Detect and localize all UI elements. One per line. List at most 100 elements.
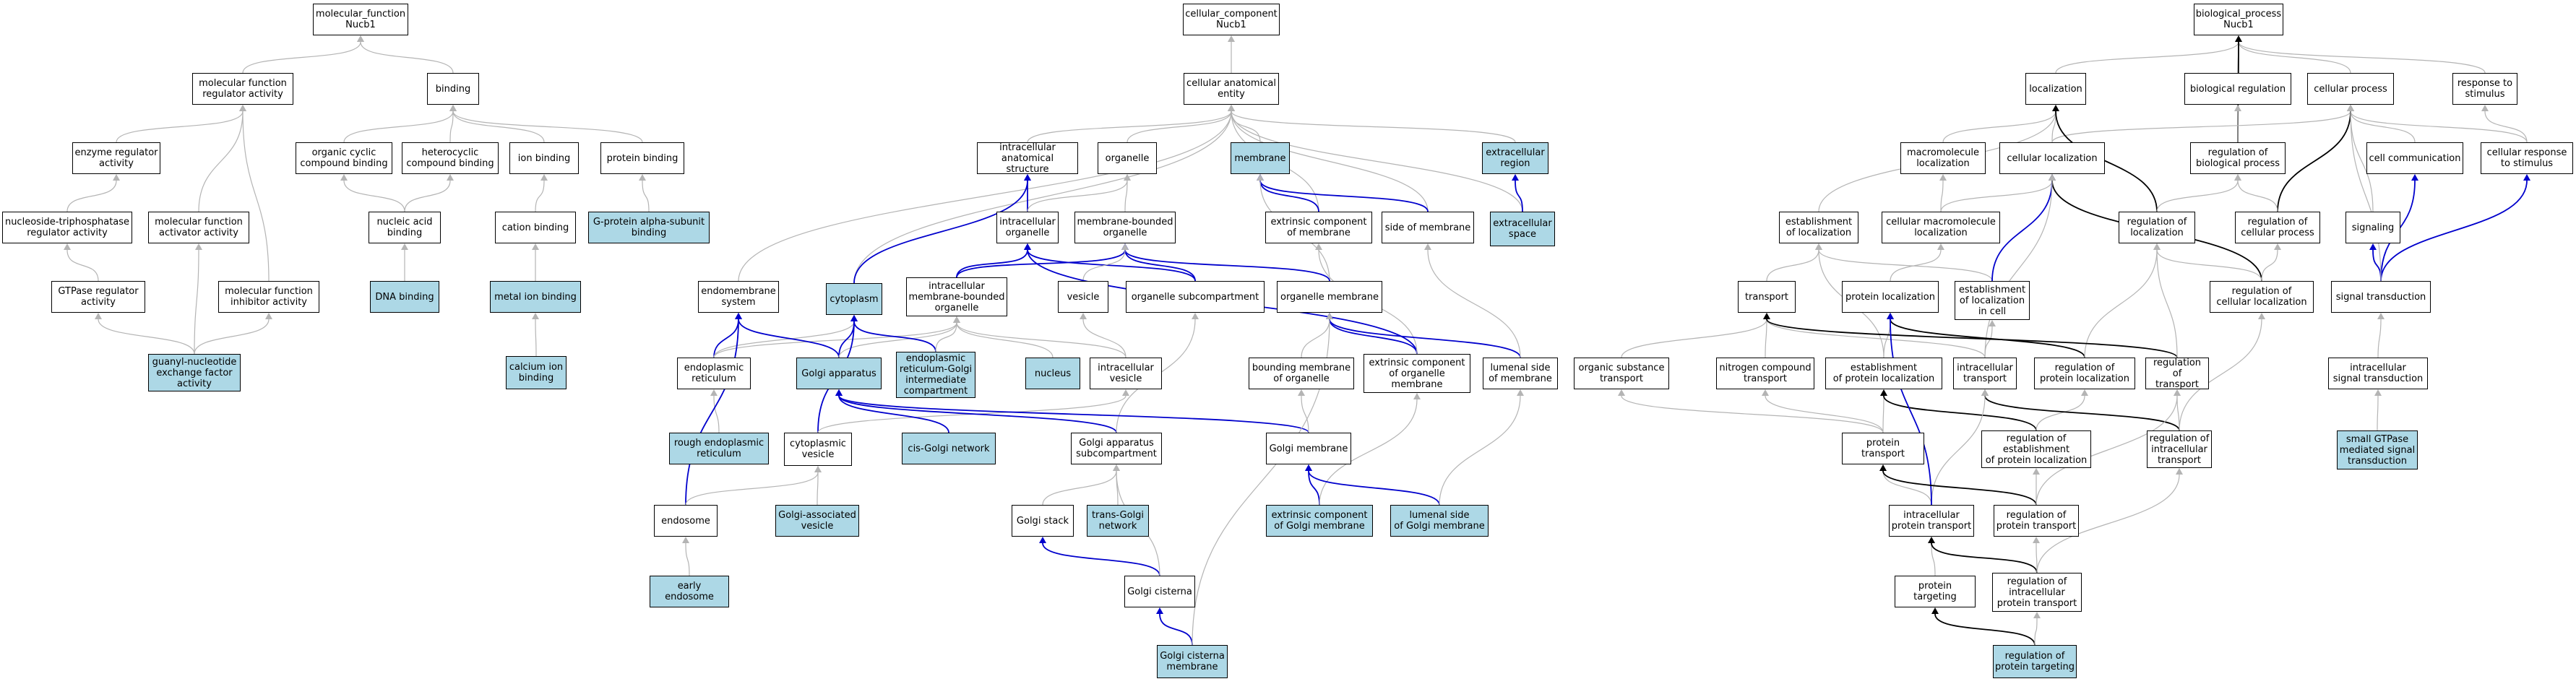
node-cis-golgi-network[interactable]: cis-Golgi network bbox=[902, 433, 996, 464]
node-endoplasmic-reticulum[interactable]: endoplasmic reticulum bbox=[677, 358, 751, 389]
node-protein-transport[interactable]: protein transport bbox=[1842, 433, 1924, 464]
edge-ion_bind-to-binding bbox=[452, 111, 545, 143]
node-vesicle[interactable]: vesicle bbox=[1058, 281, 1108, 313]
node-endoplasmic-reticulum-golgi-intermediate-compartment[interactable]: endoplasmic reticulum-Golgi intermediate… bbox=[896, 352, 975, 398]
node-organic-cyclic-compound-binding[interactable]: organic cyclic compound binding bbox=[296, 142, 392, 174]
edge-arrowhead bbox=[340, 174, 348, 181]
node-regulation-of-localization[interactable]: regulation of localization bbox=[2119, 212, 2195, 243]
node-regulation-of-protein-transport[interactable]: regulation of protein transport bbox=[1994, 505, 2079, 537]
node-establishment-of-localization-in-cell[interactable]: establishment of localization in cell bbox=[1955, 281, 2030, 320]
node-regulation-of-intracellular-protein-transport[interactable]: regulation of intracellular protein tran… bbox=[1992, 573, 2082, 612]
node-nucleoside-triphosphatase-regulator-activity[interactable]: nucleoside-triphosphatase regulator acti… bbox=[2, 212, 132, 243]
node-golgi-stack[interactable]: Golgi stack bbox=[1012, 505, 1074, 537]
node-extrinsic-component-of-golgi-membrane[interactable]: extrinsic component of Golgi membrane bbox=[1266, 505, 1373, 537]
node-signal-transduction[interactable]: signal transduction bbox=[2331, 281, 2431, 313]
node-regulation-of-protein-targeting[interactable]: regulation of protein targeting bbox=[1993, 645, 2077, 678]
node-golgi-apparatus-subcompartment[interactable]: Golgi apparatus subcompartment bbox=[1071, 433, 1162, 464]
edge-cell_comm-to-cell_proc bbox=[2350, 111, 2416, 143]
node-endomembrane-system[interactable]: endomembrane system bbox=[698, 281, 779, 313]
node-cell-communication[interactable]: cell communication bbox=[2366, 142, 2463, 174]
node-intracellular-anatomical-structure[interactable]: intracellular anatomical structure bbox=[977, 142, 1078, 175]
node-ion-binding[interactable]: ion binding bbox=[509, 142, 579, 174]
edge-reg_loc-to-localization bbox=[2055, 111, 2158, 212]
node-biological-process-root[interactable]: biological_process Nucb1 bbox=[2194, 4, 2283, 35]
node-regulation-of-cellular-localization[interactable]: regulation of cellular localization bbox=[2210, 281, 2314, 313]
node-signaling[interactable]: signaling bbox=[2345, 212, 2400, 243]
node-g-protein-alpha-subunit-binding[interactable]: G-protein alpha-subunit binding bbox=[588, 212, 710, 243]
node-organelle[interactable]: organelle bbox=[1098, 142, 1157, 174]
node-cellular-component-root[interactable]: cellular_component Nucb1 bbox=[1183, 4, 1280, 35]
node-guanyl-nucleotide-exchange-factor-activity[interactable]: guanyl-nucleotide exchange factor activi… bbox=[148, 354, 241, 391]
node-molecular-function-regulator-activity[interactable]: molecular function regulator activity bbox=[192, 73, 293, 105]
node-nucleus[interactable]: nucleus bbox=[1025, 358, 1080, 389]
edge-arrowhead bbox=[2523, 174, 2530, 181]
node-cation-binding[interactable]: cation binding bbox=[495, 212, 576, 243]
node-cellular-macromolecule-localization[interactable]: cellular macromolecule localization bbox=[1882, 212, 2000, 243]
node-intracellular-membrane-bounded-organelle[interactable]: intracellular membrane-bounded organelle bbox=[906, 277, 1007, 316]
node-lumenal-side-of-golgi-membrane[interactable]: lumenal side of Golgi membrane bbox=[1390, 505, 1489, 537]
node-cytoplasmic-vesicle[interactable]: cytoplasmic vesicle bbox=[784, 433, 852, 466]
node-enzyme-regulator-activity[interactable]: enzyme regulator activity bbox=[72, 142, 160, 174]
node-molecular-function-inhibitor-activity[interactable]: molecular function inhibitor activity bbox=[218, 281, 319, 313]
node-golgi-cisterna-membrane[interactable]: Golgi cisterna membrane bbox=[1157, 645, 1228, 678]
node-protein-binding[interactable]: protein binding bbox=[600, 142, 684, 174]
node-extrinsic-component-of-organelle-membrane[interactable]: extrinsic component of organelle membran… bbox=[1364, 354, 1470, 393]
node-bounding-membrane-of-organelle[interactable]: bounding membrane of organelle bbox=[1249, 358, 1354, 389]
node-nitrogen-compound-transport[interactable]: nitrogen compound transport bbox=[1716, 358, 1814, 389]
node-macromolecule-localization[interactable]: macromolecule localization bbox=[1900, 142, 1986, 174]
node-golgi-membrane[interactable]: Golgi membrane bbox=[1266, 433, 1351, 464]
node-molecular-function-root[interactable]: molecular_function Nucb1 bbox=[313, 4, 408, 35]
node-lumenal-side-of-membrane[interactable]: lumenal side of membrane bbox=[1483, 358, 1558, 389]
node-membrane[interactable]: membrane bbox=[1231, 142, 1290, 174]
node-localization[interactable]: localization bbox=[2025, 73, 2086, 105]
node-organic-substance-transport[interactable]: organic substance transport bbox=[1574, 358, 1669, 389]
node-heterocyclic-compound-binding[interactable]: heterocyclic compound binding bbox=[402, 142, 499, 174]
node-organelle-subcompartment[interactable]: organelle subcompartment bbox=[1126, 281, 1265, 313]
node-intracellular-protein-transport[interactable]: intracellular protein transport bbox=[1889, 505, 1974, 537]
node-intracellular-transport[interactable]: intracellular transport bbox=[1953, 358, 2017, 389]
node-protein-targeting[interactable]: protein targeting bbox=[1895, 576, 1976, 607]
node-transport[interactable]: transport bbox=[1738, 281, 1796, 313]
node-regulation-of-cellular-process[interactable]: regulation of cellular process bbox=[2235, 212, 2320, 243]
node-regulation-of-establishment-of-protein-localization[interactable]: regulation of establishment of protein l… bbox=[1981, 430, 2091, 468]
node-golgi-cisterna[interactable]: Golgi cisterna bbox=[1124, 576, 1195, 607]
node-organelle-membrane[interactable]: organelle membrane bbox=[1277, 281, 1382, 313]
node-extracellular-space[interactable]: extracellular space bbox=[1490, 212, 1555, 246]
node-regulation-of-transport[interactable]: regulation of transport bbox=[2145, 358, 2209, 390]
node-side-of-membrane[interactable]: side of membrane bbox=[1382, 212, 1474, 243]
node-regulation-of-protein-localization[interactable]: regulation of protein localization bbox=[2034, 358, 2135, 389]
node-rough-endoplasmic-reticulum[interactable]: rough endoplasmic reticulum bbox=[669, 433, 769, 464]
node-regulation-of-intracellular-transport[interactable]: regulation of intracellular transport bbox=[2147, 430, 2212, 468]
node-intracellular-signal-transduction[interactable]: intracellular signal transduction bbox=[2328, 358, 2428, 389]
node-cellular-response-to-stimulus[interactable]: cellular response to stimulus bbox=[2481, 142, 2573, 174]
node-dna-binding[interactable]: DNA binding bbox=[370, 281, 439, 313]
node-establishment-of-protein-localization[interactable]: establishment of protein localization bbox=[1825, 358, 1942, 389]
node-nucleic-acid-binding[interactable]: nucleic acid binding bbox=[369, 212, 441, 243]
node-extracellular-region[interactable]: extracellular region bbox=[1482, 142, 1548, 174]
node-molecular-function-activator-activity[interactable]: molecular function activator activity bbox=[148, 212, 249, 243]
node-intracellular-vesicle[interactable]: intracellular vesicle bbox=[1090, 358, 1162, 389]
node-small-gtpase-mediated-signal-transduction[interactable]: small GTPase mediated signal transductio… bbox=[2337, 430, 2418, 469]
node-early-endosome[interactable]: early endosome bbox=[650, 576, 729, 607]
node-calcium-ion-binding[interactable]: calcium ion binding bbox=[506, 356, 567, 389]
node-cellular-localization[interactable]: cellular localization bbox=[1999, 142, 2105, 174]
edge-bound_mem-to-org_mem bbox=[1301, 319, 1330, 358]
node-golgi-associated-vesicle[interactable]: Golgi-associated vesicle bbox=[775, 505, 859, 537]
node-endosome[interactable]: endosome bbox=[654, 505, 718, 537]
node-metal-ion-binding[interactable]: metal ion binding bbox=[490, 281, 581, 313]
node-biological-regulation[interactable]: biological regulation bbox=[2184, 73, 2291, 105]
node-regulation-of-biological-process[interactable]: regulation of biological process bbox=[2190, 142, 2286, 174]
node-gtpase-regulator-activity[interactable]: GTPase regulator activity bbox=[51, 281, 145, 313]
node-membrane-bounded-organelle[interactable]: membrane-bounded organelle bbox=[1074, 212, 1176, 243]
node-trans-golgi-network[interactable]: trans-Golgi network bbox=[1087, 505, 1149, 537]
node-cellular-anatomical-entity[interactable]: cellular anatomical entity bbox=[1184, 73, 1279, 105]
node-cellular-process[interactable]: cellular process bbox=[2307, 73, 2394, 105]
node-golgi-apparatus[interactable]: Golgi apparatus bbox=[796, 358, 882, 389]
node-establishment-of-localization[interactable]: establishment of localization bbox=[1779, 212, 1858, 243]
node-intracellular-organelle[interactable]: intracellular organelle bbox=[996, 212, 1059, 243]
node-cytoplasm[interactable]: cytoplasm bbox=[826, 283, 882, 315]
node-binding[interactable]: binding bbox=[427, 73, 479, 105]
node-response-to-stimulus[interactable]: response to stimulus bbox=[2452, 73, 2517, 105]
node-protein-localization[interactable]: protein localization bbox=[1842, 281, 1939, 313]
node-extrinsic-component-of-membrane[interactable]: extrinsic component of membrane bbox=[1265, 212, 1372, 243]
